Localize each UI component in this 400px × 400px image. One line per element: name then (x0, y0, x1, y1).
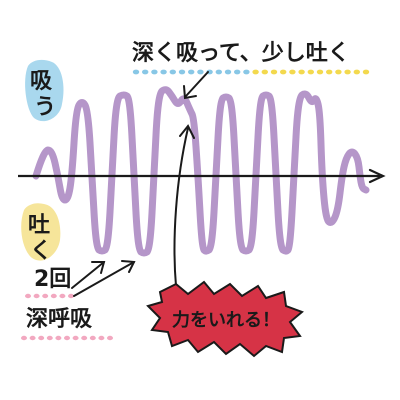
pink-dot (81, 335, 88, 341)
note-dot (335, 69, 342, 75)
note-dot (298, 69, 305, 75)
twice-arrow-2 (73, 261, 135, 297)
note-dot (142, 69, 149, 75)
note-dot (261, 69, 268, 75)
note-dot (215, 69, 222, 75)
note-dot (188, 69, 195, 75)
pink-dot (72, 335, 79, 341)
pink-dot (59, 293, 66, 299)
effort-burst (146, 280, 304, 358)
inhale-char-2: う (34, 95, 56, 120)
note-dot (243, 69, 250, 75)
note-dot (307, 69, 314, 75)
effort-pointer-arrowhead (179, 124, 195, 139)
note-dot (289, 69, 296, 75)
note-dot (151, 69, 158, 75)
twice-label: 2回 (34, 267, 71, 292)
time-axis-arrowhead (368, 168, 386, 184)
twice-arrow-2-head (121, 260, 136, 273)
deep-breath-label: 深呼吸 (26, 307, 93, 332)
exhale-char-1: 吐 (28, 213, 50, 238)
top-note-dots (132, 69, 370, 75)
twice-arrow-1 (71, 261, 105, 289)
top-note: 深く吸って、少し吐く (132, 41, 350, 66)
note-dot (280, 69, 287, 75)
pink-dot (68, 293, 74, 299)
effort-pointer-arrow (173, 127, 189, 287)
note-dot (316, 69, 324, 75)
note-dot (169, 69, 176, 75)
note-dot (234, 69, 241, 75)
pink-dot (107, 335, 113, 341)
peak-pointer-arrow (185, 71, 209, 97)
note-dot (197, 69, 204, 75)
inhale-char-1: 吸 (30, 69, 53, 94)
pink-dot (21, 335, 27, 341)
pink-dot (50, 293, 57, 299)
note-dot (344, 69, 351, 75)
pink-dot (46, 335, 53, 341)
exhale-char-2: く (30, 239, 52, 264)
note-dot (252, 69, 259, 75)
pink-dot (64, 335, 70, 341)
exhale-blob (21, 203, 61, 261)
pink-dot (29, 335, 36, 341)
inhale-blob (25, 59, 64, 122)
note-dot (353, 69, 360, 75)
note-dot (362, 69, 370, 75)
pink-dot (55, 335, 62, 341)
breathing-wave (32, 86, 370, 257)
note-dot (224, 69, 232, 75)
pink-dot (38, 335, 45, 341)
pink-dot (89, 335, 96, 341)
note-dot (270, 69, 278, 75)
deep-breath-dots (21, 293, 113, 341)
note-dot (326, 69, 333, 75)
note-dot (132, 69, 140, 75)
twice-arrow-1-head (91, 261, 106, 274)
pink-dot (42, 293, 49, 299)
pink-dot (98, 335, 105, 341)
note-dot (160, 69, 167, 75)
pink-dot (25, 293, 31, 299)
peak-pointer-arrowhead (183, 85, 197, 100)
pink-dot (33, 293, 40, 299)
effort-label: 力をいれる！ (172, 310, 280, 331)
note-dot (178, 69, 186, 75)
